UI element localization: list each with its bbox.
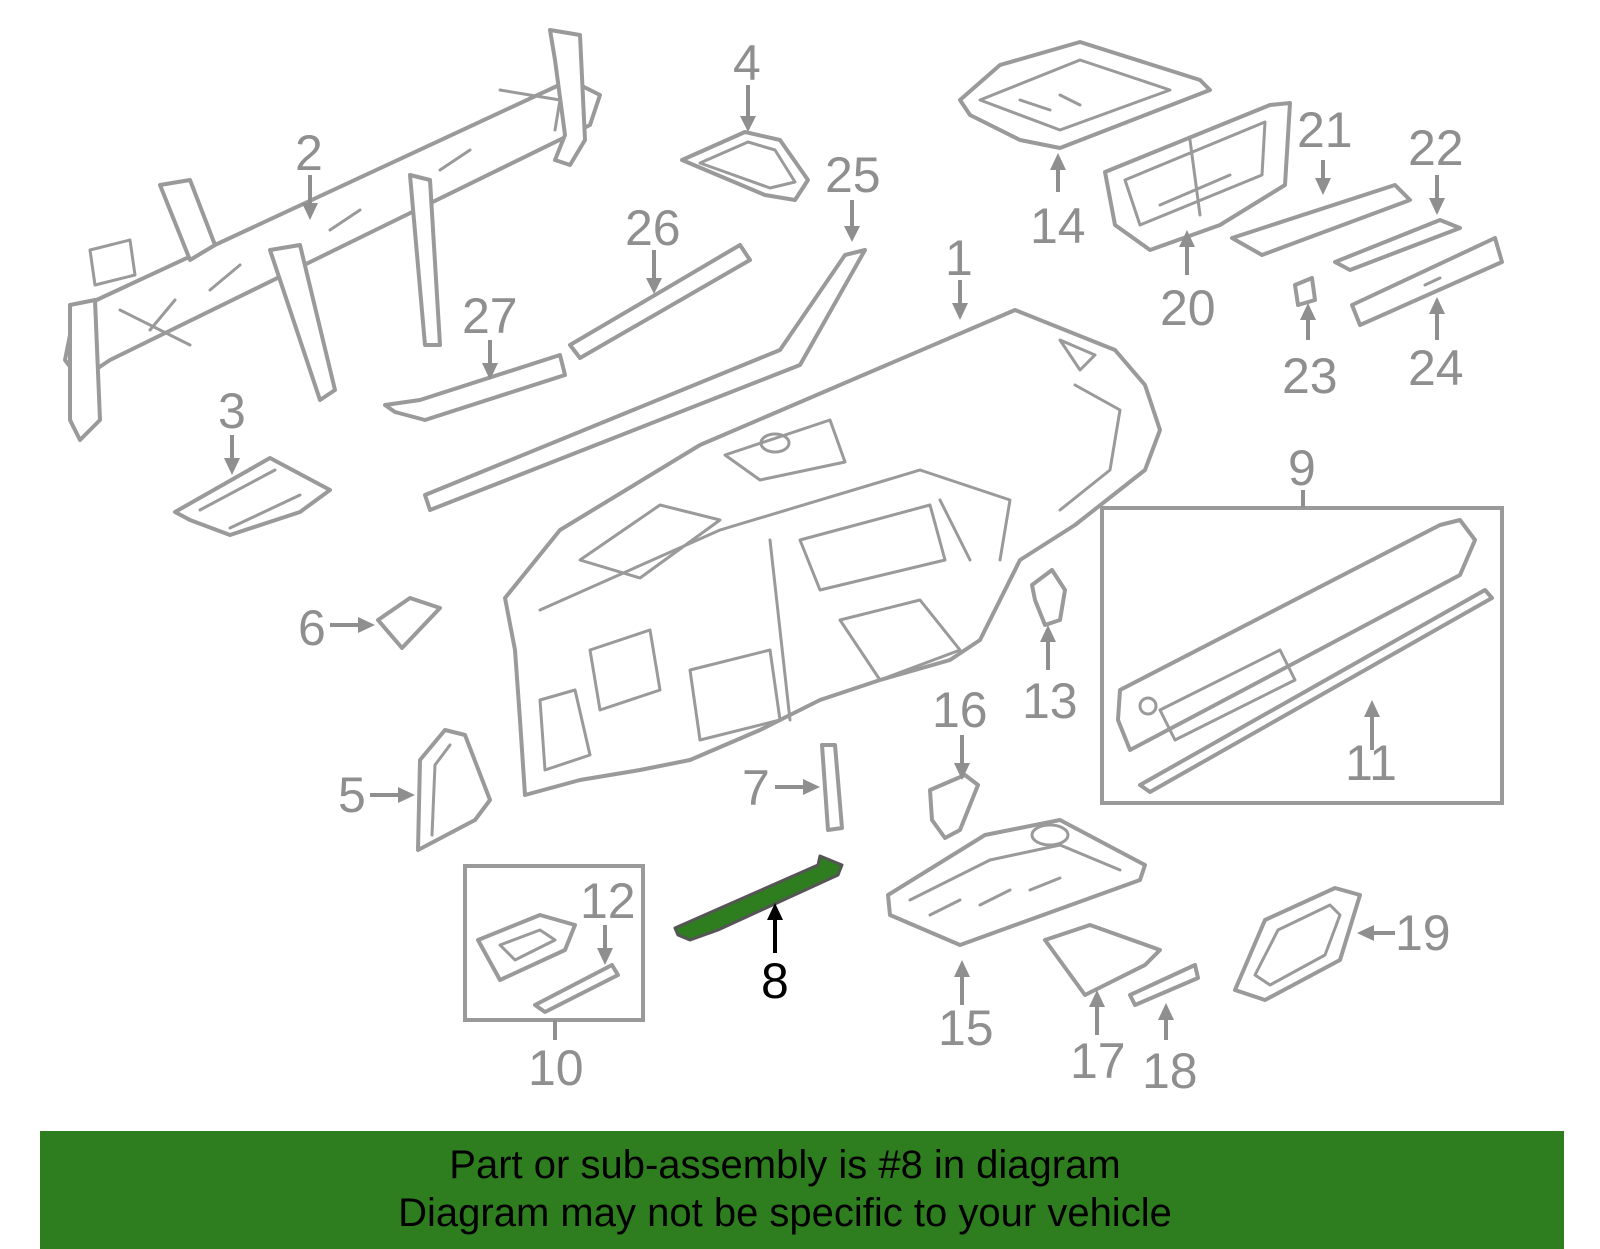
part-3-cover[interactable] [173, 456, 332, 537]
part-13-bracket[interactable] [1030, 568, 1067, 627]
part-20-glovebox-housing[interactable] [1103, 101, 1292, 252]
part-15-glovebox[interactable] [886, 818, 1147, 947]
part-21-trim[interactable] [1230, 183, 1412, 257]
part-25-windshield-strip[interactable] [423, 248, 867, 512]
callout-10: 10 [528, 1040, 584, 1096]
part-16-bracket[interactable] [928, 773, 980, 840]
part-26-strip[interactable] [568, 243, 752, 360]
callout-22: 22 [1408, 120, 1464, 176]
callout-labels: 1 2 3 4 5 6 7 8 9 10 11 12 13 14 15 16 1… [218, 35, 1464, 1099]
callout-17: 17 [1070, 1033, 1126, 1089]
callout-arrows [224, 85, 1445, 1040]
info-banner: Part or sub-assembly is #8 in diagram Di… [40, 1131, 1564, 1249]
callout-24: 24 [1408, 340, 1464, 396]
callout-26: 26 [625, 200, 681, 256]
part-8-trim-strip-highlighted[interactable] [673, 854, 844, 942]
part-10-assembly-box[interactable] [463, 864, 645, 1022]
part-5-side-cover[interactable] [416, 728, 492, 852]
callout-15: 15 [938, 1000, 994, 1056]
part-1-instrument-panel[interactable] [503, 308, 1162, 797]
callout-27: 27 [462, 288, 518, 344]
part-27-strip[interactable] [383, 353, 567, 422]
callout-1: 1 [945, 230, 973, 286]
parts-diagram: 1 2 3 4 5 6 7 8 9 10 11 12 13 14 15 16 1… [63, 28, 1504, 1099]
part-4-trim-panel[interactable] [680, 130, 810, 202]
part-24-trim[interactable] [1350, 236, 1504, 327]
part-7-trim[interactable] [820, 743, 844, 832]
part-2-crossmember[interactable] [63, 28, 602, 442]
callout-25: 25 [825, 147, 881, 203]
callout-3: 3 [218, 383, 246, 439]
callout-14: 14 [1030, 198, 1086, 254]
callout-21: 21 [1297, 102, 1353, 158]
callout-8: 8 [761, 953, 789, 1009]
part-6-cover[interactable] [376, 596, 442, 650]
part-22-trim[interactable] [1333, 218, 1462, 272]
banner-disclaimer-line: Diagram may not be specific to your vehi… [398, 1191, 1172, 1235]
banner-part-line: Part or sub-assembly is #8 in diagram [449, 1143, 1121, 1187]
part-17-cover[interactable] [1043, 923, 1162, 997]
callout-6: 6 [298, 600, 326, 656]
callout-7: 7 [742, 760, 770, 816]
callout-9: 9 [1288, 440, 1316, 496]
part-18-trim[interactable] [1128, 963, 1200, 1007]
callout-5: 5 [338, 767, 366, 823]
part-19-vent-bezel[interactable] [1233, 886, 1362, 1002]
callout-18: 18 [1142, 1043, 1198, 1099]
callout-23: 23 [1282, 348, 1338, 404]
callout-4: 4 [733, 35, 761, 91]
callout-19: 19 [1395, 905, 1451, 961]
callout-13: 13 [1022, 673, 1078, 729]
callout-12: 12 [580, 873, 636, 929]
callout-20: 20 [1160, 280, 1216, 336]
part-14-panel[interactable] [958, 40, 1212, 150]
callout-2: 2 [295, 125, 323, 181]
callout-16: 16 [932, 682, 988, 738]
part-9-assembly-box[interactable] [1100, 506, 1504, 805]
callout-11: 11 [1345, 735, 1397, 791]
part-23-clip[interactable] [1293, 276, 1317, 307]
